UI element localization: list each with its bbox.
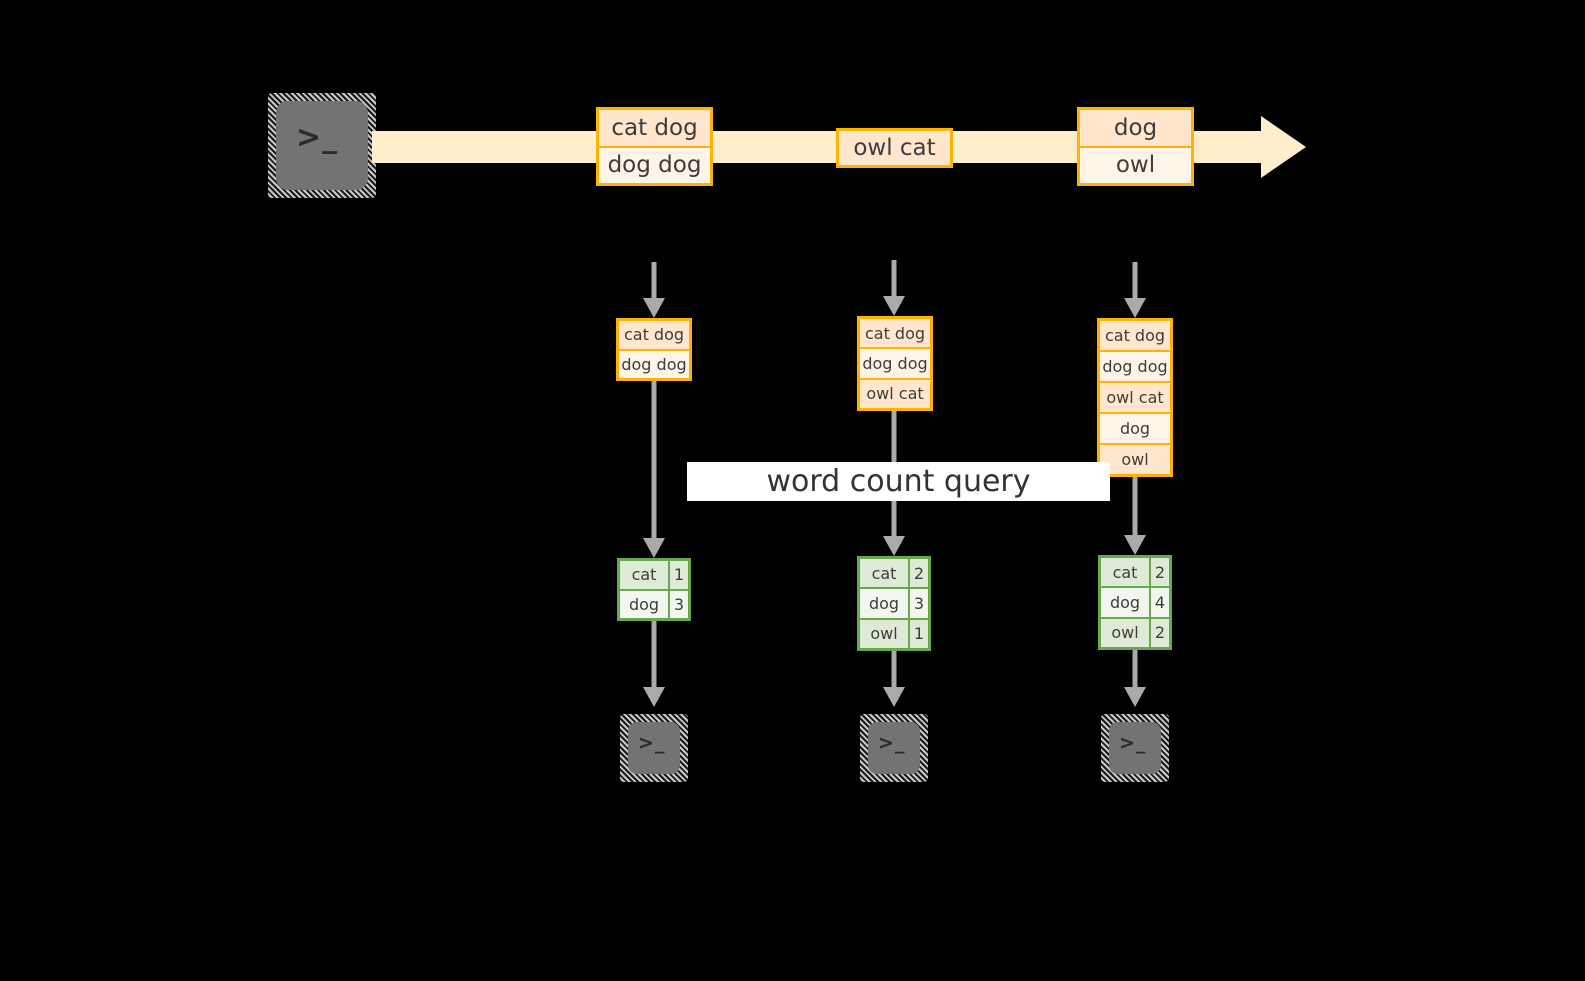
query-label-band: word count query (687, 462, 1110, 501)
result-count: 1 (670, 561, 688, 589)
result-word: dog (860, 589, 910, 618)
snapshot-2-result-table: cat 2 dog 3 owl 1 (857, 556, 931, 651)
snapshot-2-stack: cat dog dog dog owl cat (857, 316, 933, 411)
snapshot-2-line-2: dog dog (860, 349, 930, 380)
arrow-line (1132, 262, 1138, 298)
snapshot-1-sink-terminal-icon: >_ (620, 714, 688, 782)
result-word: dog (1101, 588, 1151, 617)
result-count: 2 (1151, 618, 1169, 647)
table-row: cat 1 (620, 561, 688, 591)
table-row: owl 2 (1101, 618, 1169, 647)
result-count: 3 (910, 589, 928, 618)
terminal-screen: >_ (1109, 722, 1161, 774)
stream-batch-3: dog owl (1077, 107, 1194, 186)
result-count: 1 (910, 619, 928, 648)
terminal-screen: >_ (868, 722, 920, 774)
result-word: cat (860, 559, 910, 588)
stream-arrow-head (1261, 116, 1306, 178)
terminal-prompt-glyph: >_ (1119, 732, 1147, 754)
terminal-prompt-glyph: >_ (878, 732, 906, 754)
snapshot-2-line-1: cat dog (860, 319, 930, 350)
stream-batch-2: owl cat (836, 128, 953, 168)
result-count: 3 (670, 590, 688, 618)
arrow-line (651, 381, 657, 538)
query-label-text: word count query (766, 464, 1031, 499)
source-terminal-icon: >_ (268, 93, 376, 198)
table-row: dog 3 (620, 590, 688, 618)
arrow-head (883, 687, 905, 707)
arrow-head (643, 298, 665, 318)
arrow-head (643, 687, 665, 707)
terminal-screen: >_ (628, 722, 680, 774)
snapshot-3-stack: cat dog dog dog owl cat dog owl (1097, 318, 1173, 477)
snapshot-1-line-2: dog dog (619, 350, 689, 378)
snapshot-3-result-table: cat 2 dog 4 owl 2 (1098, 555, 1172, 650)
snapshot-1-line-1: cat dog (619, 321, 689, 351)
arrow-head (1124, 298, 1146, 318)
arrow-head (643, 538, 665, 558)
table-row: cat 2 (1101, 558, 1169, 589)
stream-batch-3-line-2: owl (1080, 147, 1191, 183)
arrow-head (1124, 535, 1146, 555)
stream-batch-1: cat dog dog dog (596, 107, 713, 186)
arrow-head (883, 536, 905, 556)
arrow-line (891, 651, 897, 687)
stream-batch-1-line-1: cat dog (599, 110, 710, 148)
table-row: owl 1 (860, 619, 928, 648)
table-row: cat 2 (860, 559, 928, 590)
result-count: 2 (1151, 558, 1169, 587)
snapshot-3-line-1: cat dog (1100, 321, 1170, 352)
arrow-head (1124, 687, 1146, 707)
snapshot-3-line-4: dog (1100, 414, 1170, 445)
result-word: cat (620, 561, 670, 589)
terminal-prompt-glyph: >_ (296, 120, 339, 155)
arrow-line (891, 260, 897, 296)
table-row: dog 3 (860, 589, 928, 620)
terminal-screen: >_ (276, 101, 368, 190)
result-word: owl (1101, 618, 1151, 647)
stream-batch-2-line-1: owl cat (839, 131, 950, 165)
snapshot-3-sink-terminal-icon: >_ (1101, 714, 1169, 782)
snapshot-3-line-5: owl (1100, 445, 1170, 474)
stream-batch-1-line-2: dog dog (599, 147, 710, 183)
snapshot-1-result-table: cat 1 dog 3 (617, 558, 691, 621)
snapshot-3-line-3: owl cat (1100, 383, 1170, 414)
arrow-line (1132, 650, 1138, 687)
snapshot-2-sink-terminal-icon: >_ (860, 714, 928, 782)
result-word: cat (1101, 558, 1151, 587)
snapshot-3-line-2: dog dog (1100, 352, 1170, 383)
table-row: dog 4 (1101, 588, 1169, 619)
result-word: dog (620, 590, 670, 618)
arrow-line (651, 621, 657, 687)
result-word: owl (860, 619, 910, 648)
snapshot-1-stack: cat dog dog dog (616, 318, 692, 381)
snapshot-2-line-3: owl cat (860, 379, 930, 408)
stream-batch-3-line-1: dog (1080, 110, 1191, 148)
arrow-line (651, 262, 657, 298)
arrow-line (1132, 477, 1138, 535)
result-count: 2 (910, 559, 928, 588)
arrow-head (883, 296, 905, 316)
terminal-prompt-glyph: >_ (638, 732, 666, 754)
result-count: 4 (1151, 588, 1169, 617)
